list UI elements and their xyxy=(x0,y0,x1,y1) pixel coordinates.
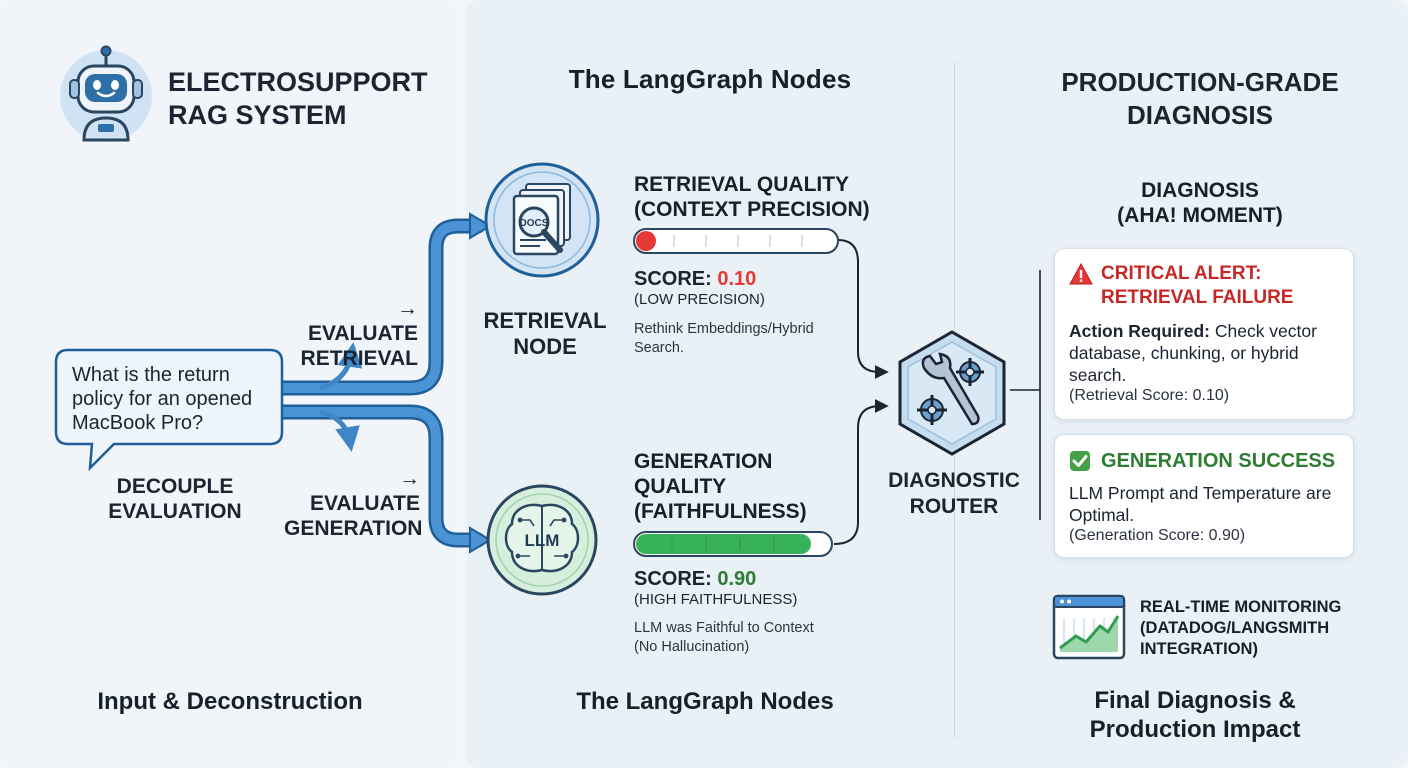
retrieval-node-label: RETRIEVAL NODE xyxy=(480,308,610,360)
connector-generation-router xyxy=(833,399,889,545)
generation-note-line2: (No Hallucination) xyxy=(634,639,750,655)
retrieval-note-line1: Rethink Embeddings/Hybrid xyxy=(634,321,814,337)
critical-action-label: Action Required: xyxy=(1069,321,1210,341)
brand-title: ELECTROSUPPORT RAG SYSTEM xyxy=(168,66,428,132)
brain-circuit-icon: LLM xyxy=(486,484,598,596)
evaluate-retrieval-line1: → EVALUATE xyxy=(307,297,418,345)
decouple-label: DECOUPLE EVALUATION xyxy=(100,474,250,524)
retrieval-note-line2: Search. xyxy=(634,340,684,356)
retrieval-metric-line1: RETRIEVAL QUALITY xyxy=(634,173,850,196)
critical-alert-body: Action Required: Check vector database, … xyxy=(1069,320,1345,386)
generation-metric-title: GENERATION QUALITY (FAITHFULNESS) xyxy=(634,449,854,524)
generation-note-line1: LLM was Faithful to Context xyxy=(634,620,814,636)
robot-icon xyxy=(60,45,152,142)
generation-metric-line2: QUALITY xyxy=(634,475,727,498)
middle-title: The LangGraph Nodes xyxy=(568,64,852,94)
middle-footer: The LangGraph Nodes xyxy=(576,688,834,715)
retrieval-node-line2: NODE xyxy=(513,334,577,359)
generation-score-fill xyxy=(636,534,811,554)
docs-icon-text: DOCS xyxy=(520,218,549,229)
retrieval-metric-line2: (CONTEXT PRECISION) xyxy=(634,198,870,221)
right-footer-line1: Final Diagnosis & xyxy=(1094,687,1296,714)
monitoring-line2: (DATADOG/LANGSMITH xyxy=(1140,619,1330,637)
retrieval-metric-title: RETRIEVAL QUALITY (CONTEXT PRECISION) xyxy=(634,172,874,222)
success-body: LLM Prompt and Temperature are Optimal. xyxy=(1069,483,1332,525)
left-footer: Input & Deconstruction xyxy=(97,688,363,715)
generation-score-label: SCORE: xyxy=(634,568,718,590)
right-title-line2: DIAGNOSIS xyxy=(1127,100,1273,130)
brand-title-line2: RAG SYSTEM xyxy=(168,100,347,130)
critical-alert-title: CRITICAL ALERT: RETRIEVAL FAILURE xyxy=(1101,262,1293,310)
retrieval-score-value: 0.10 xyxy=(717,268,757,290)
split-arrow-bottom xyxy=(274,404,492,554)
right-title-line1: PRODUCTION-GRADE xyxy=(1061,67,1339,97)
brand-title-line1: ELECTROSUPPORT xyxy=(168,67,428,97)
diagnosis-heading-line2: (AHA! MOMENT) xyxy=(1117,204,1283,227)
retrieval-score-bar xyxy=(633,228,839,254)
router-label-line1: DIAGNOSTIC xyxy=(888,469,1020,492)
generation-note: LLM was Faithful to Context (No Hallucin… xyxy=(634,619,864,657)
critical-alert-title-line2: RETRIEVAL FAILURE xyxy=(1101,287,1294,308)
success-title: GENERATION SUCCESS xyxy=(1101,450,1336,472)
evaluate-retrieval-label: → EVALUATE RETRIEVAL xyxy=(284,296,418,371)
critical-alert-title-line1: CRITICAL ALERT: xyxy=(1101,263,1262,284)
generation-score-note: (HIGH FAITHFULNESS) xyxy=(634,591,798,608)
retrieval-score-label: SCORE: xyxy=(634,268,718,290)
evaluate-generation-line1: → EVALUATE xyxy=(309,467,420,515)
generation-score: SCORE: 0.90 xyxy=(634,568,756,591)
decouple-label-line2: EVALUATION xyxy=(108,500,242,523)
right-title: PRODUCTION-GRADE DIAGNOSIS xyxy=(1000,66,1400,132)
retrieval-score-fill xyxy=(636,231,656,251)
retrieval-score: SCORE: 0.10 xyxy=(634,268,756,291)
generation-metric-line1: GENERATION xyxy=(634,450,773,473)
monitoring-line3: INTEGRATION) xyxy=(1140,640,1258,658)
wrench-gears-icon xyxy=(898,330,1006,456)
small-arrow-up xyxy=(319,342,363,391)
evaluate-generation-line2: GENERATION xyxy=(284,517,423,540)
evaluate-generation-label: → EVALUATE GENERATION xyxy=(284,466,423,541)
right-footer-line2: Production Impact xyxy=(1089,716,1301,743)
diagnosis-heading: DIAGNOSIS (AHA! MOMENT) xyxy=(1040,178,1360,228)
critical-action-text: Check vector database, chunking, or hybr… xyxy=(1069,321,1317,385)
monitoring-label: REAL-TIME MONITORING (DATADOG/LANGSMITH … xyxy=(1140,597,1380,660)
retrieval-node-line1: RETRIEVAL xyxy=(483,308,607,333)
small-arrow-down xyxy=(319,409,360,452)
router-label: DIAGNOSTIC ROUTER xyxy=(876,468,1032,520)
llm-icon-text: LLM xyxy=(525,531,560,550)
connector-retrieval-router xyxy=(837,239,889,379)
success-card: GENERATION SUCCESS LLM Prompt and Temper… xyxy=(1054,434,1354,558)
generation-score-bar xyxy=(633,531,833,557)
evaluate-retrieval-line2: RETRIEVAL xyxy=(300,347,418,370)
documents-magnifier-icon: DOCS xyxy=(484,162,600,278)
generation-metric-line3: (FAITHFULNESS) xyxy=(634,500,807,523)
right-footer: Final Diagnosis & Production Impact xyxy=(1010,686,1380,744)
check-icon xyxy=(1070,451,1090,471)
router-label-line2: ROUTER xyxy=(909,495,999,518)
warning-icon xyxy=(1069,263,1093,285)
split-arrow-top xyxy=(274,212,492,396)
query-text: What is the return policy for an opened … xyxy=(72,364,253,434)
connector-router-cards xyxy=(1010,270,1041,520)
success-footnote: (Generation Score: 0.90) xyxy=(1069,527,1246,544)
diagnosis-heading-line1: DIAGNOSIS xyxy=(1141,179,1259,202)
line-chart-icon xyxy=(1052,594,1126,660)
retrieval-note: Rethink Embeddings/Hybrid Search. xyxy=(634,320,854,358)
monitoring-line1: REAL-TIME MONITORING xyxy=(1140,598,1342,616)
critical-alert-card: CRITICAL ALERT: RETRIEVAL FAILURE Action… xyxy=(1054,248,1354,420)
generation-score-value: 0.90 xyxy=(717,568,757,590)
query-bubble xyxy=(54,348,284,472)
decouple-label-line1: DECOUPLE xyxy=(116,475,234,498)
retrieval-score-note: (LOW PRECISION) xyxy=(634,291,765,308)
critical-alert-footnote: (Retrieval Score: 0.10) xyxy=(1069,387,1230,404)
